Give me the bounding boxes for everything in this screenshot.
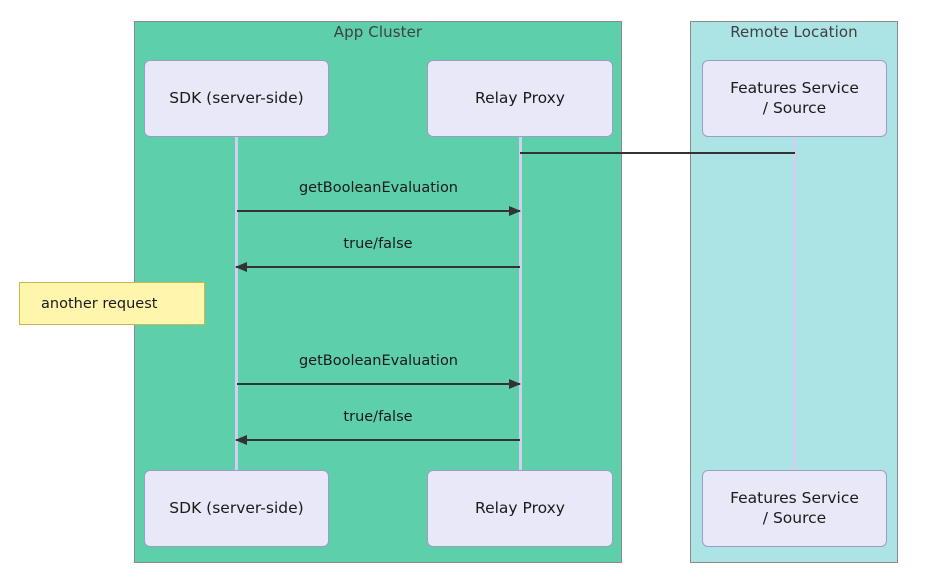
participant-sdk-top[interactable]: SDK (server-side) xyxy=(144,60,329,137)
message-arrow-2 xyxy=(235,262,520,272)
participant-features-service-top-label: Features Service / Source xyxy=(730,79,859,118)
participant-features-service-bottom-label-line2: / Source xyxy=(762,508,827,527)
lifeline-sdk xyxy=(235,137,238,470)
participant-relay-proxy-top[interactable]: Relay Proxy xyxy=(427,60,613,137)
lifeline-features-service xyxy=(793,137,796,470)
participant-features-service-bottom-label-line1: Features Service xyxy=(730,489,859,508)
participant-features-service-bottom-label: Features Service / Source xyxy=(730,489,859,528)
group-app-cluster-title: App Cluster xyxy=(333,23,423,41)
participant-features-service-top[interactable]: Features Service / Source xyxy=(702,60,887,137)
participant-sdk-bottom-label: SDK (server-side) xyxy=(169,498,304,517)
participant-relay-proxy-top-label: Relay Proxy xyxy=(475,88,565,107)
participant-relay-proxy-bottom-label: Relay Proxy xyxy=(475,498,565,517)
message-arrow-3 xyxy=(237,379,521,389)
participant-features-service-top-label-line2: / Source xyxy=(762,98,827,117)
message-label-3: getBooleanEvaluation xyxy=(298,353,459,369)
participant-relay-proxy-bottom[interactable]: Relay Proxy xyxy=(427,470,613,547)
note-another-request: another request xyxy=(19,282,205,325)
group-remote-location-title: Remote Location xyxy=(730,23,858,41)
message-label-4: true/false xyxy=(343,409,413,425)
lifeline-relay-proxy xyxy=(519,137,522,470)
note-another-request-text: another request xyxy=(41,295,158,312)
participant-sdk-bottom[interactable]: SDK (server-side) xyxy=(144,470,329,547)
message-arrow-1 xyxy=(237,206,521,216)
message-label-1: getBooleanEvaluation xyxy=(298,180,459,196)
message-arrow-4 xyxy=(235,435,520,445)
participant-sdk-top-label: SDK (server-side) xyxy=(169,88,304,107)
message-label-2: true/false xyxy=(343,236,413,252)
participant-features-service-top-label-line1: Features Service xyxy=(730,79,859,98)
connector-relay-to-features xyxy=(520,152,795,154)
participant-features-service-bottom[interactable]: Features Service / Source xyxy=(702,470,887,547)
